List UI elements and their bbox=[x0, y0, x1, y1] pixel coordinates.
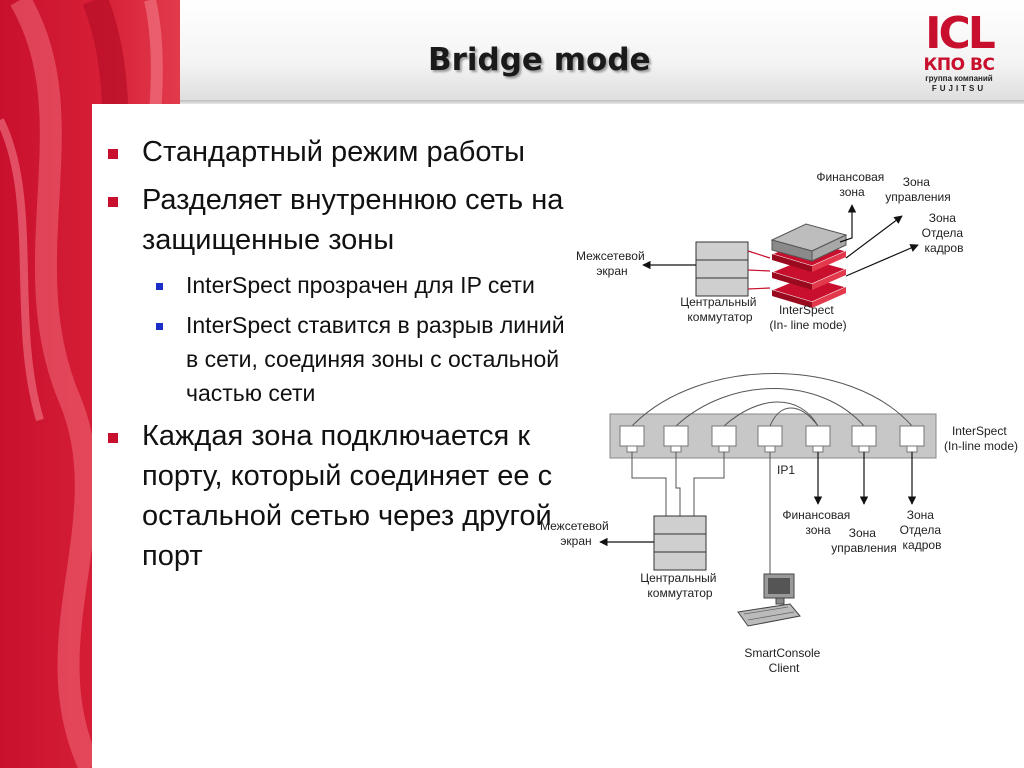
port-cable-arcs bbox=[631, 373, 913, 427]
slide-title: Bridge mode bbox=[428, 42, 651, 78]
bottom-switch-icon bbox=[653, 515, 707, 571]
bottom-finance-zone-label: Финансовая зона bbox=[782, 508, 853, 537]
bottom-hr-zone-label: Зона Отдела кадров bbox=[900, 508, 945, 552]
port-icons bbox=[619, 425, 925, 453]
bullet-item: Стандартный режим работы bbox=[100, 132, 570, 172]
port-icon bbox=[851, 425, 877, 453]
switch-port-wires bbox=[631, 452, 771, 590]
sub-bullet-text: InterSpect прозрачен для IP сети bbox=[186, 272, 535, 298]
port-icon bbox=[619, 425, 645, 453]
smartconsole-label: SmartConsole Client bbox=[744, 646, 823, 675]
sub-bullet-marker-icon bbox=[156, 283, 163, 290]
bullet-text: Разделяет внутреннюю сеть на защищенные … bbox=[142, 184, 564, 256]
sub-bullet-item: InterSpect ставится в разрыв линий в сет… bbox=[100, 308, 570, 410]
top-switch-icon bbox=[695, 241, 749, 297]
port-icon bbox=[711, 425, 737, 453]
bullet-item: Разделяет внутреннюю сеть на защищенные … bbox=[100, 180, 570, 260]
top-hr-arrow bbox=[845, 244, 919, 277]
top-interspect-label: InterSpect (In- line mode) bbox=[769, 303, 846, 332]
top-interspect-icon bbox=[770, 223, 848, 308]
logo-group-text: группа компаний bbox=[925, 74, 993, 83]
bullet-text: Стандартный режим работы bbox=[142, 136, 525, 168]
port-icon bbox=[757, 425, 783, 453]
top-finance-arrow bbox=[839, 204, 857, 243]
top-firewall-label: Межсетевой экран bbox=[576, 249, 648, 278]
top-switch-label: Центральный коммутатор bbox=[680, 295, 760, 324]
title-bar bbox=[180, 0, 1024, 104]
logo-main-text: ICL bbox=[925, 8, 996, 59]
title-divider bbox=[180, 100, 1024, 104]
logo-fujitsu-text: FUJITSU bbox=[931, 84, 987, 93]
top-mgmt-zone-label: Зона управления bbox=[885, 175, 950, 204]
ip1-label: IP1 bbox=[777, 463, 795, 477]
bottom-firewall-label: Межсетевой экран bbox=[540, 519, 612, 548]
smartconsole-computer-icon bbox=[737, 573, 801, 627]
sub-bullet-text: InterSpect ставится в разрыв линий в сет… bbox=[186, 312, 565, 406]
bullet-list: Стандартный режим работы Разделяет внутр… bbox=[100, 132, 570, 584]
bullet-marker-icon bbox=[108, 149, 118, 159]
bottom-switch-label: Центральный коммутатор bbox=[640, 571, 720, 600]
sub-bullet-item: InterSpect прозрачен для IP сети bbox=[100, 268, 570, 302]
top-hr-zone-label: Зона Отдела кадров bbox=[922, 211, 967, 255]
bullet-text: Каждая зона подключается к порту, которы… bbox=[142, 420, 553, 572]
bullet-marker-icon bbox=[108, 433, 118, 443]
bullet-marker-icon bbox=[108, 197, 118, 207]
top-mgmt-arrow bbox=[845, 215, 903, 259]
logo-sub-text: КПО ВС bbox=[923, 55, 995, 75]
bullet-item: Каждая зона подключается к порту, которы… bbox=[100, 416, 570, 576]
icl-logo: ICL КПО ВС группа компаний FUJITSU bbox=[914, 12, 1004, 102]
bottom-interspect-label: InterSpect (In-line mode) bbox=[944, 424, 1018, 453]
bottom-mgmt-zone-label: Зона управления bbox=[831, 526, 896, 555]
port-icon bbox=[805, 425, 831, 453]
sub-bullet-marker-icon bbox=[156, 323, 163, 330]
top-finance-zone-label: Финансовая зона bbox=[816, 170, 887, 199]
port-icon bbox=[899, 425, 925, 453]
